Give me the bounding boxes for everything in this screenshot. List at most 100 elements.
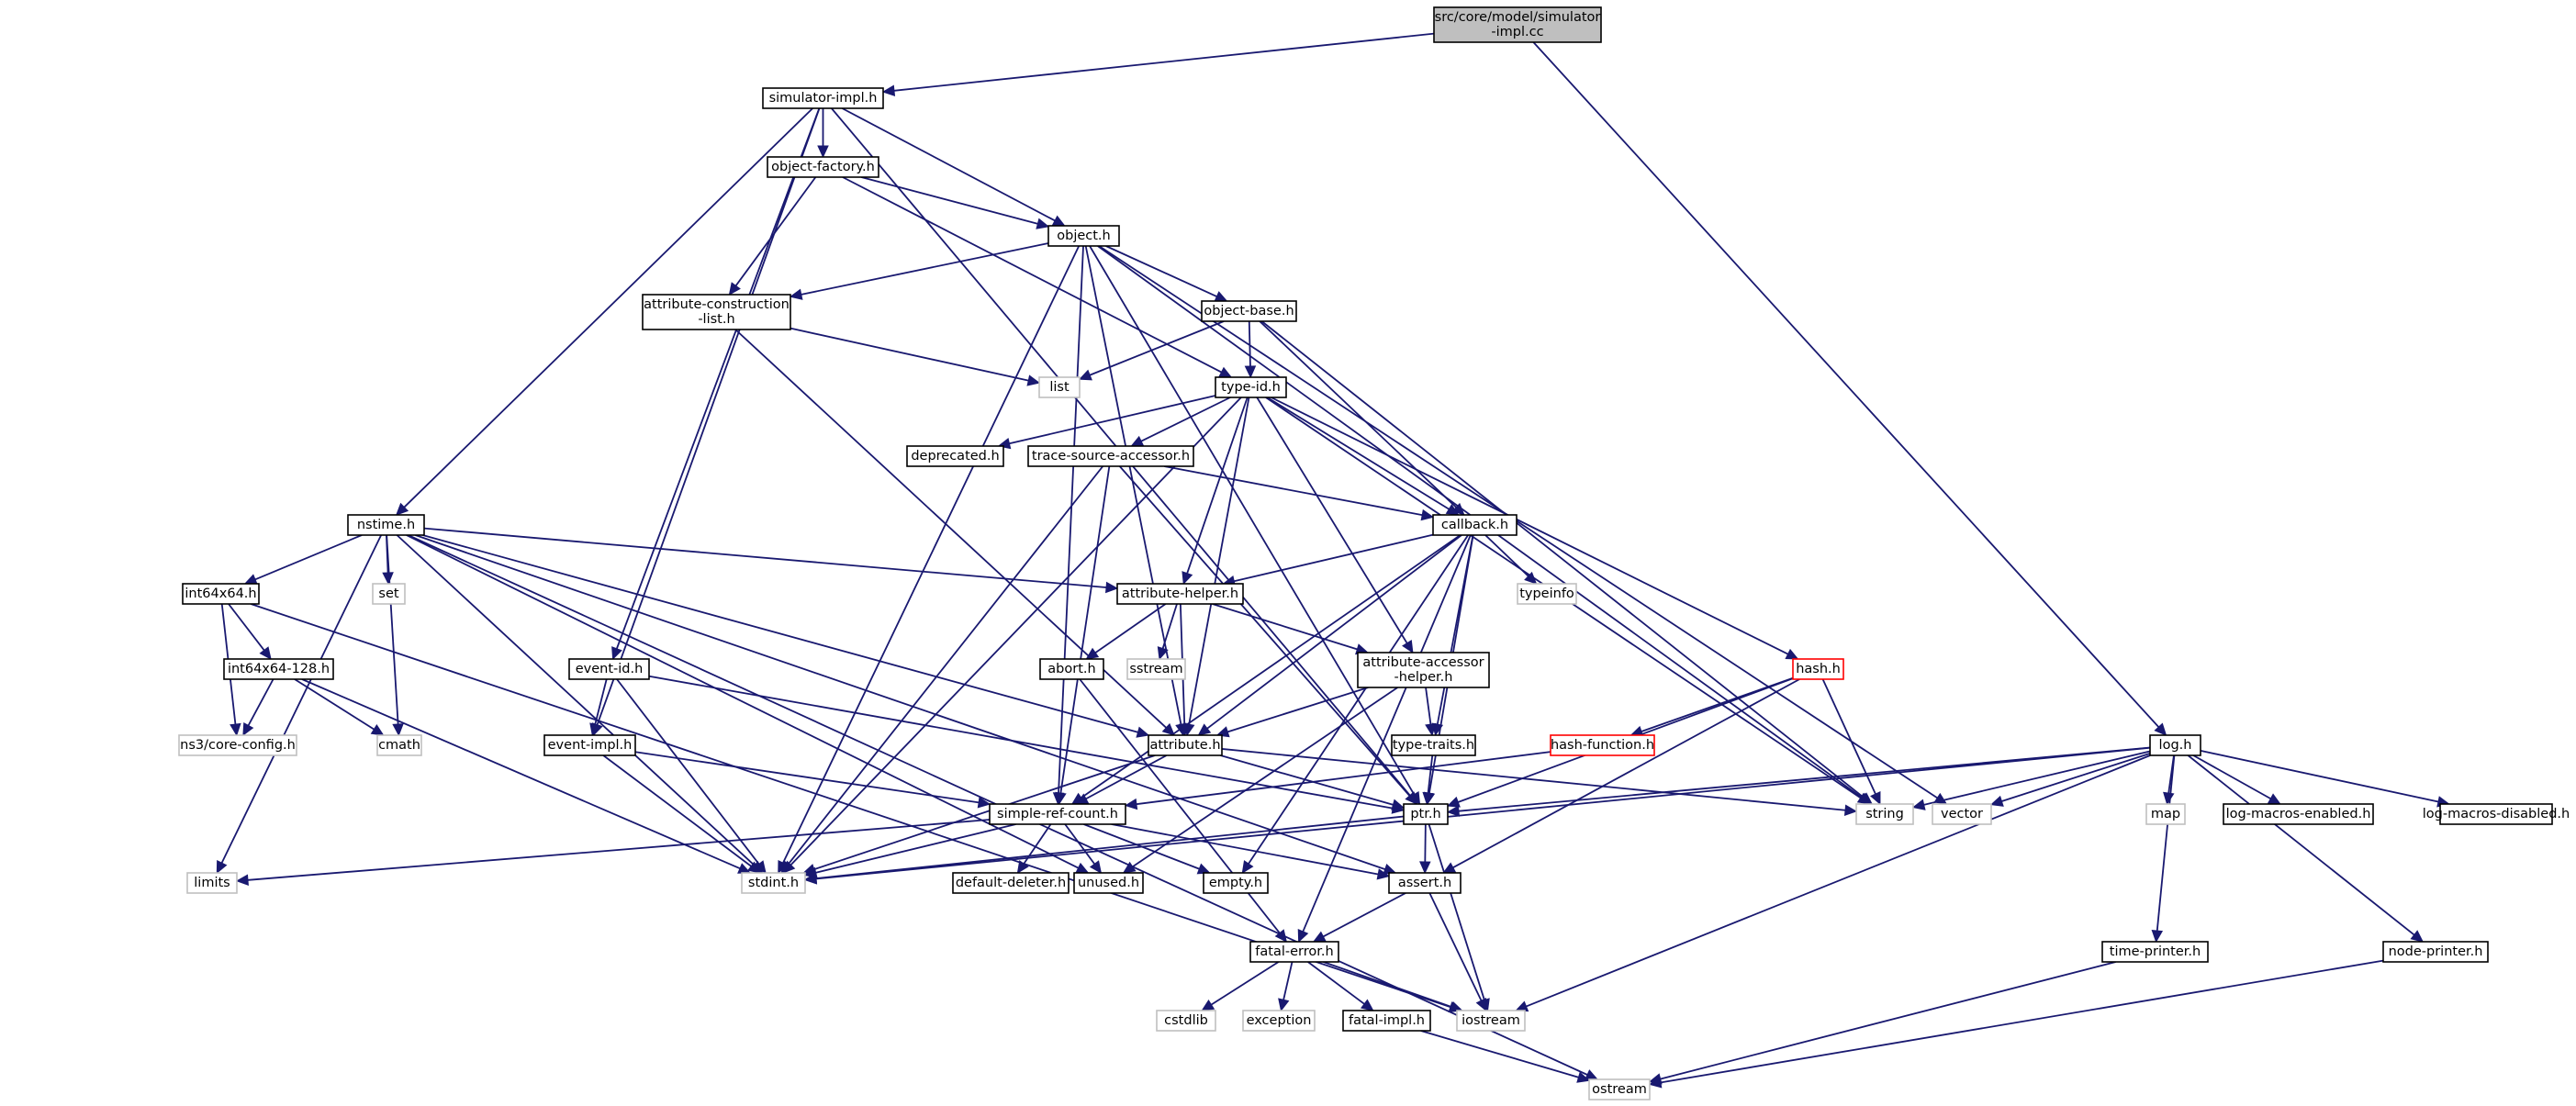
edge-arrowhead bbox=[1178, 723, 1191, 737]
node-root[interactable]: src/core/model/simulator-impl.cc bbox=[1433, 6, 1602, 43]
node-objfactory[interactable]: object-factory.h bbox=[767, 156, 879, 178]
edge-arrowhead bbox=[1201, 999, 1215, 1011]
node-label: simple-ref-count.h bbox=[997, 807, 1118, 821]
edge-line bbox=[246, 819, 991, 881]
edge-callback-to-typeinfo bbox=[1484, 534, 1538, 585]
edge-line bbox=[1058, 245, 1084, 795]
edge-arrowhead bbox=[737, 863, 752, 874]
node-int64x64[interactable]: int64x64.h bbox=[182, 583, 260, 605]
edge-callback-to-attrhelper bbox=[1222, 533, 1434, 587]
edge-arrowhead bbox=[259, 646, 272, 660]
edge-line bbox=[220, 534, 382, 865]
node-attrcons[interactable]: attribute-construction-list.h bbox=[642, 294, 791, 330]
edge-line bbox=[406, 534, 1081, 870]
node-timeprinter[interactable]: time-printer.h bbox=[2101, 941, 2209, 963]
edge-line bbox=[634, 751, 980, 804]
node-objbase[interactable]: object-base.h bbox=[1201, 300, 1297, 322]
node-logen[interactable]: log-macros-enabled.h bbox=[2223, 803, 2374, 825]
node-eventid[interactable]: event-id.h bbox=[568, 658, 650, 680]
edge-arrowhead bbox=[395, 502, 409, 516]
edge-line bbox=[1161, 603, 1178, 650]
node-ptr[interactable]: ptr.h bbox=[1403, 803, 1449, 825]
edge-attrhelper-to-attracc bbox=[1212, 603, 1369, 655]
node-deprecated[interactable]: deprecated.h bbox=[906, 445, 1004, 467]
node-label: cmath bbox=[378, 738, 420, 753]
edge-line bbox=[1205, 534, 1462, 731]
edge-line bbox=[1428, 892, 1483, 1002]
edge-fatalimpl-to-ostream bbox=[1420, 1030, 1591, 1083]
edge-line bbox=[781, 245, 1081, 865]
edge-log-to-logen bbox=[2192, 754, 2281, 805]
node-hash[interactable]: hash.h bbox=[1792, 658, 1844, 680]
edge-attracc-to-typetraits bbox=[1425, 687, 1437, 737]
node-unused[interactable]: unused.h bbox=[1073, 872, 1144, 894]
node-box bbox=[1203, 872, 1269, 894]
node-label: fatal-impl.h bbox=[1349, 1013, 1425, 1028]
node-simplerc[interactable]: simple-ref-count.h bbox=[989, 803, 1126, 825]
node-box bbox=[1855, 803, 1914, 825]
node-label: -list.h bbox=[698, 312, 734, 327]
edge-typeid-to-deprecated bbox=[997, 395, 1216, 450]
edge-line bbox=[814, 815, 1405, 880]
node-label: ptr.h bbox=[1410, 807, 1440, 821]
edge-line bbox=[1139, 397, 1231, 443]
edge-line bbox=[1209, 961, 1280, 1006]
node-abort[interactable]: abort.h bbox=[1039, 658, 1104, 680]
node-eventimpl[interactable]: event-impl.h bbox=[543, 734, 636, 756]
node-box bbox=[1116, 583, 1244, 605]
node-ostream: ostream bbox=[1588, 1078, 1651, 1100]
node-typetraits[interactable]: type-traits.h bbox=[1391, 734, 1476, 756]
node-box bbox=[1456, 1010, 1526, 1032]
node-attracc[interactable]: attribute-accessor-helper.h bbox=[1357, 652, 1490, 688]
node-nstime[interactable]: nstime.h bbox=[347, 514, 425, 536]
node-list: list bbox=[1038, 376, 1081, 398]
node-log[interactable]: log.h bbox=[2149, 734, 2201, 756]
node-box bbox=[1357, 652, 1490, 688]
node-fatalerror[interactable]: fatal-error.h bbox=[1249, 941, 1339, 963]
edge-line bbox=[1525, 754, 2151, 1008]
node-empty[interactable]: empty.h bbox=[1203, 872, 1269, 894]
edge-arrowhead bbox=[1215, 726, 1230, 738]
edge-tracesrc-to-stdint bbox=[780, 465, 1104, 874]
node-logdis[interactable]: log-macros-disabled.h bbox=[2423, 803, 2570, 825]
edge-arrowhead bbox=[1449, 1000, 1463, 1012]
edge-log-to-iostream bbox=[1515, 754, 2151, 1012]
edge-line bbox=[1185, 397, 1249, 575]
edge-line bbox=[1659, 961, 2116, 1080]
edge-log-to-timeprinter bbox=[2151, 754, 2176, 944]
edge-line bbox=[2000, 753, 2151, 803]
edge-line bbox=[648, 675, 1394, 810]
node-box bbox=[2382, 941, 2489, 963]
node-simimpl[interactable]: simulator-impl.h bbox=[762, 87, 884, 109]
node-assert[interactable]: assert.h bbox=[1388, 872, 1462, 894]
node-fatalimpl[interactable]: fatal-impl.h bbox=[1342, 1010, 1431, 1032]
node-label: map bbox=[2151, 807, 2180, 821]
node-attribute[interactable]: attribute.h bbox=[1148, 734, 1223, 756]
edge-arrowhead bbox=[1785, 648, 1799, 660]
node-box bbox=[952, 872, 1070, 894]
edge-arrowhead bbox=[1451, 502, 1465, 516]
edge-nstime-to-unused bbox=[406, 534, 1090, 874]
edge-arrowhead bbox=[1085, 647, 1100, 660]
edge-eventid-to-ptr bbox=[648, 675, 1406, 814]
node-attrhelper[interactable]: attribute-helper.h bbox=[1116, 583, 1244, 605]
node-typeid[interactable]: type-id.h bbox=[1215, 376, 1287, 398]
edge-arrowhead bbox=[1078, 369, 1092, 381]
edge-nstime-to-int64x64 bbox=[243, 534, 363, 585]
edge-line bbox=[301, 678, 742, 870]
node-object[interactable]: object.h bbox=[1047, 225, 1120, 247]
node-callback[interactable]: callback.h bbox=[1432, 514, 1518, 536]
node-int128[interactable]: int64x64-128.h bbox=[223, 658, 334, 680]
node-defdel[interactable]: default-deleter.h bbox=[952, 872, 1070, 894]
edge-typeid-to-callback bbox=[1266, 397, 1460, 516]
edge-arrowhead bbox=[1051, 215, 1066, 227]
node-iostream: iostream bbox=[1456, 1010, 1526, 1032]
edge-arrowhead bbox=[1055, 791, 1067, 806]
node-label: vector bbox=[1941, 807, 1983, 821]
node-nodeprinter[interactable]: node-printer.h bbox=[2382, 941, 2489, 963]
node-tracesrc[interactable]: trace-source-accessor.h bbox=[1027, 445, 1194, 467]
edge-arrowhead bbox=[881, 84, 896, 97]
edge-line bbox=[1093, 603, 1167, 654]
node-hashfunc[interactable]: hash-function.h bbox=[1550, 734, 1655, 756]
node-box bbox=[1047, 225, 1120, 247]
